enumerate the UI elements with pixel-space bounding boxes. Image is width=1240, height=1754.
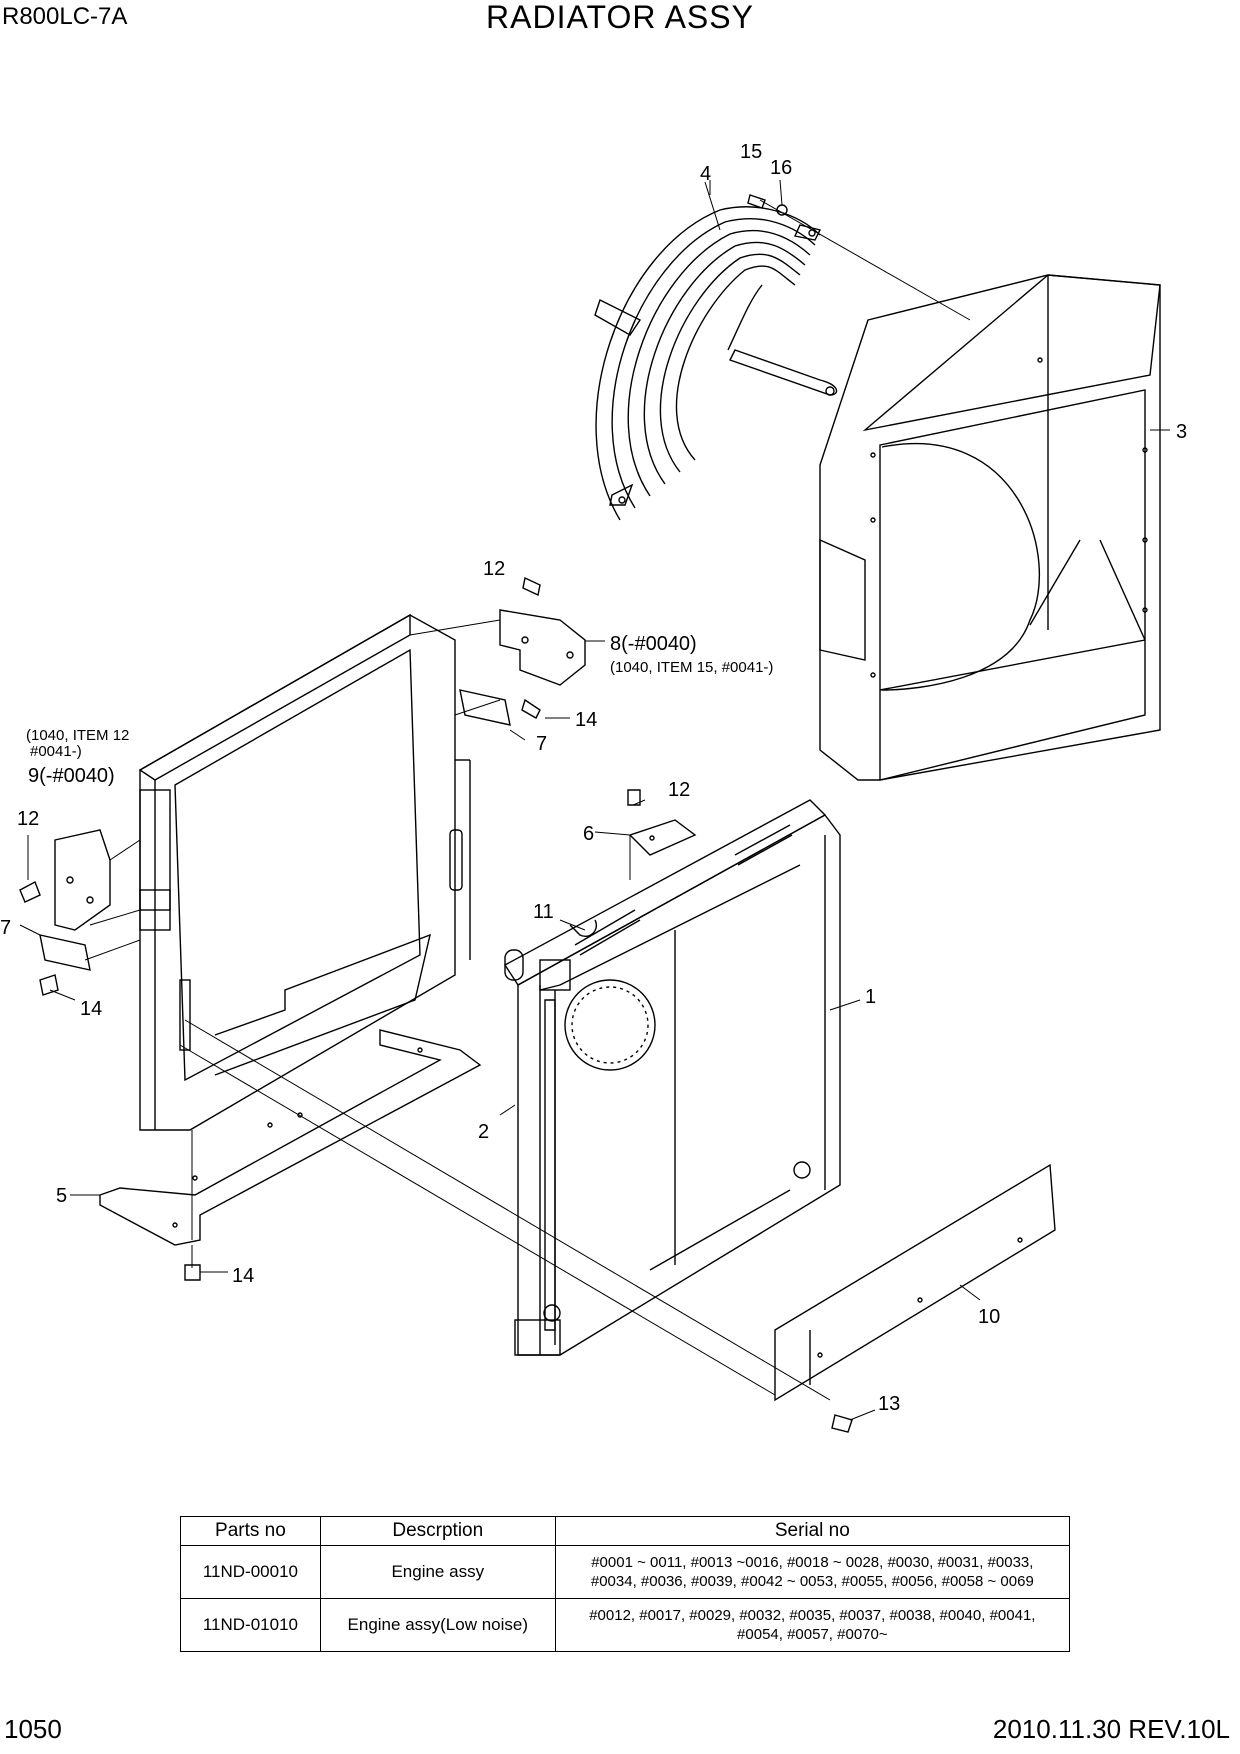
callout-13: 13 <box>878 1393 900 1415</box>
callout-12c: 12 <box>17 808 39 830</box>
callout-2: 2 <box>478 1121 489 1143</box>
part-number: 11ND-00010 <box>180 1545 321 1599</box>
spacer-plate-7-part <box>39 689 511 971</box>
callout-15: 15 <box>740 141 762 163</box>
part-number: 11ND-01010 <box>180 1598 321 1652</box>
lower-bracket-part <box>99 1029 482 1246</box>
callout-labels: 1 2 3 4 5 6 7 7 8(-#0040) 9(-#0040) 10 1… <box>0 141 1187 1415</box>
leader-lines <box>19 179 1170 1421</box>
exploded-parts-diagram: 1 2 3 4 5 6 7 7 8(-#0040) 9(-#0040) 10 1… <box>0 141 1187 1433</box>
callout-10: 10 <box>978 1306 1000 1328</box>
serial-line: #0001 ~ 0011, #0013 ~0016, #0018 ~ 0028,… <box>591 1554 1034 1571</box>
callout-7a: 7 <box>536 733 547 755</box>
note-item-9-line1: (1040, ITEM 12 <box>26 727 129 744</box>
mounting-bracket-9-part <box>54 829 111 931</box>
parts-table: Parts no Descrption Serial no 11ND-00010… <box>180 1516 1071 1652</box>
fan-shroud-part <box>819 274 1161 781</box>
bolt-fasteners <box>19 194 853 1433</box>
cover-plate-part <box>628 819 697 856</box>
table-header-row: Parts no Descrption Serial no <box>180 1516 1071 1546</box>
radiator-core-part <box>503 799 841 1356</box>
revision-stamp: 2010.11.30 REV.10L <box>992 1714 1230 1744</box>
table-row: 11ND-01010 Engine assy(Low noise) #0012,… <box>180 1598 1071 1652</box>
serial-line: #0034, #0036, #0039, #0042 ~ 0053, #0055… <box>590 1573 1034 1590</box>
callout-14b: 14 <box>80 998 102 1020</box>
model-number: R800LC-7A <box>2 3 128 30</box>
note-item-9-line2: #0041-) <box>30 743 82 760</box>
callout-1: 1 <box>865 986 876 1008</box>
part-description: Engine assy <box>319 1545 556 1599</box>
radiator-frame-part <box>138 613 471 1131</box>
mounting-bracket-8-part <box>499 609 586 686</box>
serial-range: #0012, #0017, #0029, #0032, #0035, #0037… <box>554 1598 1071 1652</box>
callout-8: 8(-#0040) <box>610 633 697 655</box>
callout-16: 16 <box>770 157 792 179</box>
side-panel-part <box>774 1163 1056 1402</box>
note-item-8: (1040, ITEM 15, #0041-) <box>610 659 773 676</box>
callout-12a: 12 <box>483 558 505 580</box>
callout-12b: 12 <box>668 779 690 801</box>
callout-9: 9(-#0040) <box>28 765 115 787</box>
part-description: Engine assy(Low noise) <box>319 1598 556 1652</box>
page-title: RADIATOR ASSY <box>486 0 754 35</box>
callout-11: 11 <box>533 901 554 923</box>
callout-5: 5 <box>56 1185 67 1207</box>
callout-3: 3 <box>1176 421 1187 443</box>
callout-7b: 7 <box>0 917 11 939</box>
serial-range: #0001 ~ 0011, #0013 ~0016, #0018 ~ 0028,… <box>554 1545 1071 1599</box>
header-serial-no: Serial no <box>554 1516 1071 1546</box>
callout-14a: 14 <box>575 709 597 731</box>
callout-4: 4 <box>700 163 711 185</box>
serial-line: #0054, #0057, #0070~ <box>737 1626 888 1643</box>
callout-6: 6 <box>583 823 594 845</box>
page-number: 1050 <box>4 1714 62 1744</box>
callout-14c: 14 <box>232 1265 254 1287</box>
fan-guard-part <box>594 206 838 521</box>
header-description: Descrption <box>319 1516 556 1546</box>
header-parts-no: Parts no <box>180 1516 321 1546</box>
serial-line: #0012, #0017, #0029, #0032, #0035, #0037… <box>589 1607 1036 1624</box>
table-row: 11ND-00010 Engine assy #0001 ~ 0011, #00… <box>180 1545 1071 1599</box>
